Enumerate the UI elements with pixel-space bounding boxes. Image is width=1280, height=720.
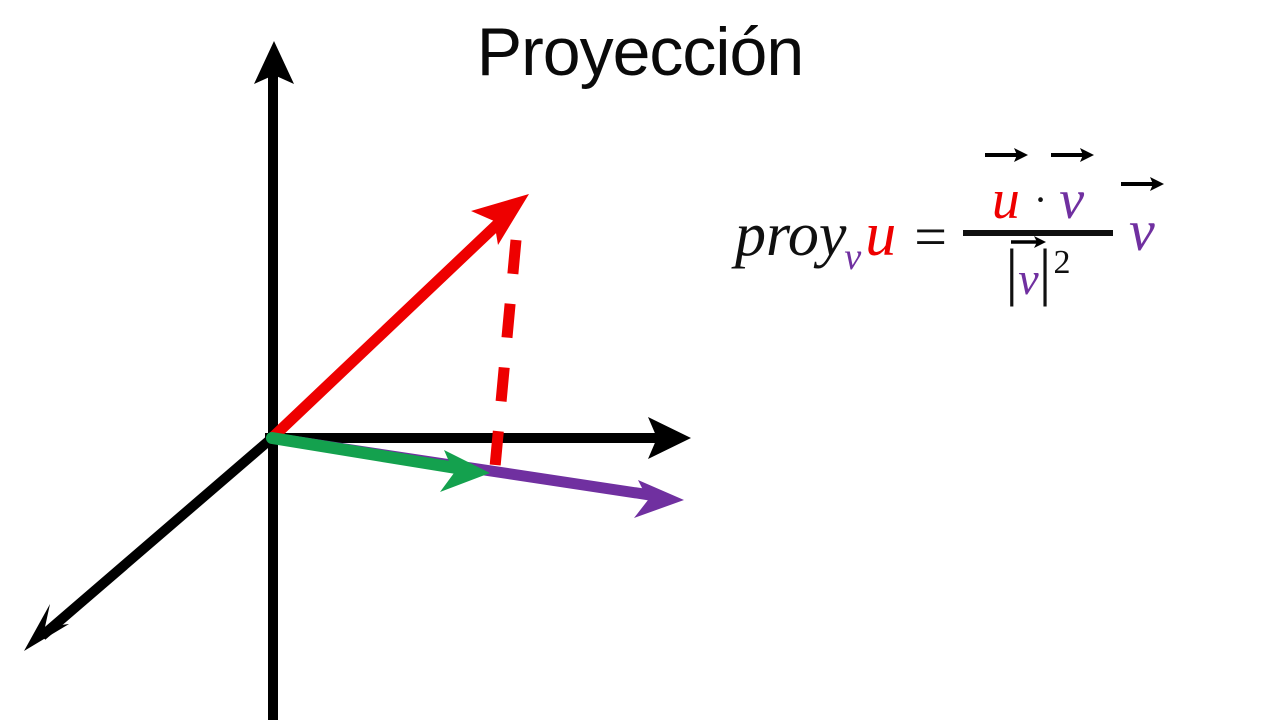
trailing-vector-v: v <box>1120 177 1164 260</box>
z-axis <box>254 41 294 720</box>
arrow-accent-icon <box>1050 148 1094 162</box>
y-axis <box>265 417 691 459</box>
magnitude-bar-right: | <box>1038 236 1052 307</box>
magnitude-exponent: 2 <box>1053 244 1071 281</box>
formula-proy-label: proy <box>735 201 847 269</box>
formula-numerator: u · v <box>984 148 1094 230</box>
formula-equals-sign: = <box>914 204 947 269</box>
perpendicular-dashed-line <box>488 239 522 479</box>
formula-subscript-v: v <box>844 236 862 278</box>
formula-fraction: u · v | v <box>962 148 1113 307</box>
page-title: Proyección <box>476 14 804 90</box>
projection-vector-arrow <box>266 432 490 492</box>
formula-u: u <box>865 201 897 269</box>
magnitude-bar-left: | <box>1005 236 1019 307</box>
denominator-vector-v: v <box>1011 236 1047 302</box>
dot-product-operator: · <box>1033 177 1048 222</box>
numerator-vector-v: v <box>1050 148 1094 228</box>
arrow-accent-icon <box>984 148 1028 162</box>
vector-u-arrow <box>266 194 529 444</box>
x-axis <box>24 434 276 651</box>
numerator-vector-u: u <box>984 148 1028 228</box>
arrow-accent-icon <box>1120 177 1164 191</box>
formula-denominator: | v | 2 <box>999 236 1076 307</box>
fraction-bar <box>962 230 1113 236</box>
